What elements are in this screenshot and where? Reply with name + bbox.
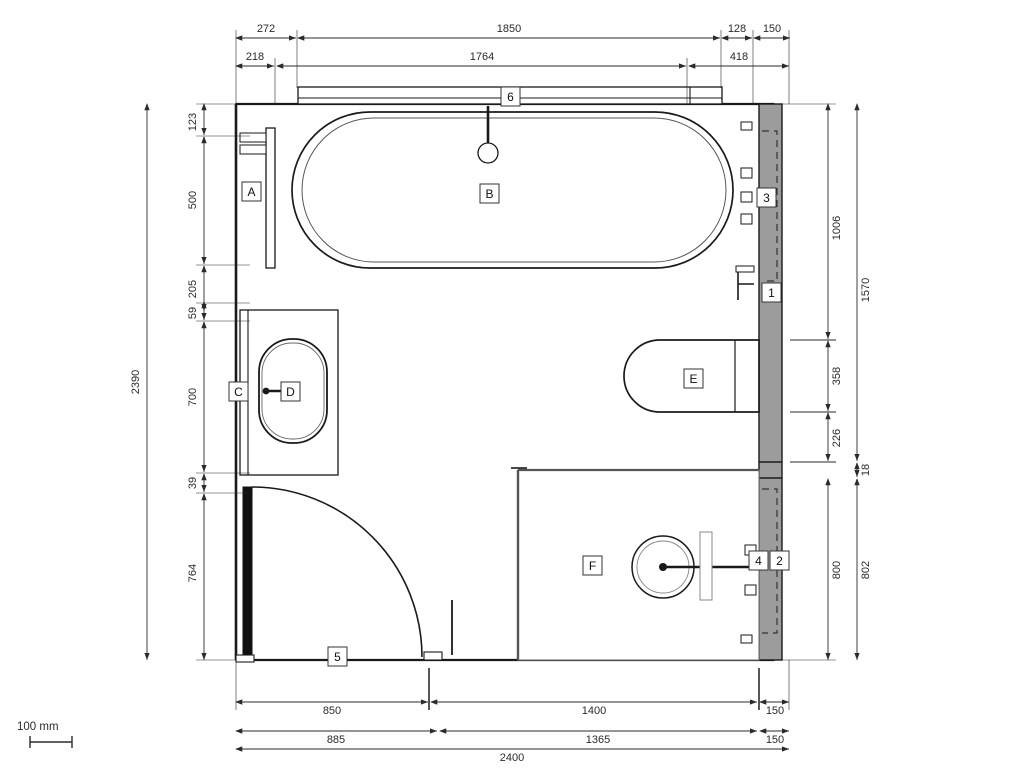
- dim-label: 1006: [831, 216, 843, 240]
- callout-label: 4: [755, 554, 762, 568]
- callout-C: C: [228, 381, 249, 402]
- dim-label: 802: [860, 561, 872, 579]
- installation-wall: [758, 103, 783, 661]
- callout-label: B: [485, 187, 493, 201]
- dim-label: 418: [730, 51, 748, 63]
- dimension-left-chain: 123 500 205 59 700 39 764: [187, 103, 250, 661]
- dim-label: 272: [257, 23, 275, 35]
- dim-label: 226: [831, 429, 843, 447]
- dim-label: 39: [187, 477, 199, 489]
- callout-label: 6: [507, 90, 514, 104]
- dimension-right-outer: 1570 18 802: [854, 103, 872, 660]
- callout-label: C: [234, 385, 243, 399]
- callout-label: 5: [334, 650, 341, 664]
- callout-E: E: [683, 368, 704, 389]
- radiator-towel-rail: [239, 127, 276, 269]
- dim-label: 2390: [130, 370, 142, 394]
- bathtub-filler: [477, 106, 499, 164]
- dimension-bottom-inner: 850 1400 150: [235, 660, 790, 717]
- dim-label: 150: [766, 734, 784, 746]
- callout-A: A: [241, 181, 262, 202]
- shower-mixer-bar: [663, 531, 753, 601]
- callout-2: 2: [769, 550, 790, 571]
- dim-label: 850: [323, 705, 341, 717]
- dim-label: 128: [728, 23, 746, 35]
- dimension-bottom-overall: 2400: [235, 746, 789, 764]
- callout-label: D: [286, 385, 295, 399]
- dimension-right-inner: 1006 358 226 800: [782, 103, 843, 661]
- callout-F: F: [582, 555, 603, 576]
- dim-label: 885: [327, 734, 345, 746]
- dim-label: 150: [766, 705, 784, 717]
- dimension-left-overall: 2390: [130, 103, 150, 660]
- callout-label: 2: [776, 554, 783, 568]
- dim-label: 205: [187, 280, 199, 298]
- callout-3: 3: [756, 187, 777, 208]
- dim-label: 358: [831, 367, 843, 385]
- dimension-bottom-middle: 885 1365 150: [235, 728, 789, 746]
- dim-label: 764: [187, 564, 199, 582]
- dim-label: 1764: [470, 51, 494, 63]
- callout-4: 4: [748, 550, 769, 571]
- door-assembly: [235, 486, 453, 663]
- dimension-top-outer: 272 1850 128 150: [235, 23, 790, 104]
- callout-label: 1: [768, 286, 775, 300]
- dim-label: 700: [187, 388, 199, 406]
- dim-label: 150: [763, 23, 781, 35]
- callout-1: 1: [761, 282, 782, 303]
- dimension-top-inner: 218 1764 418: [235, 51, 789, 104]
- callout-label: A: [247, 185, 255, 199]
- dim-label: 218: [246, 51, 264, 63]
- dim-label: 500: [187, 191, 199, 209]
- dim-label: 800: [831, 561, 843, 579]
- dim-label: 2400: [500, 752, 524, 764]
- dim-label: 1400: [582, 705, 606, 717]
- callout-5: 5: [327, 646, 348, 667]
- dim-label: 1570: [860, 278, 872, 302]
- inspection-panel-upper: [762, 130, 778, 282]
- wall-fittings: [735, 121, 757, 644]
- callout-D: D: [280, 381, 301, 402]
- scale-bar: 100 mm: [17, 721, 73, 748]
- dim-label: 1850: [497, 23, 521, 35]
- dim-label: 18: [860, 464, 872, 476]
- dim-label: 1365: [586, 734, 610, 746]
- scale-bar-label: 100 mm: [17, 721, 59, 733]
- dim-label: 123: [187, 113, 199, 131]
- callout-B: B: [479, 183, 500, 204]
- callout-6: 6: [500, 86, 521, 107]
- callout-label: E: [689, 372, 697, 386]
- bathtub: [291, 111, 734, 269]
- callout-label: F: [589, 559, 596, 573]
- dim-label: 59: [187, 307, 199, 319]
- callout-label: 3: [763, 191, 770, 205]
